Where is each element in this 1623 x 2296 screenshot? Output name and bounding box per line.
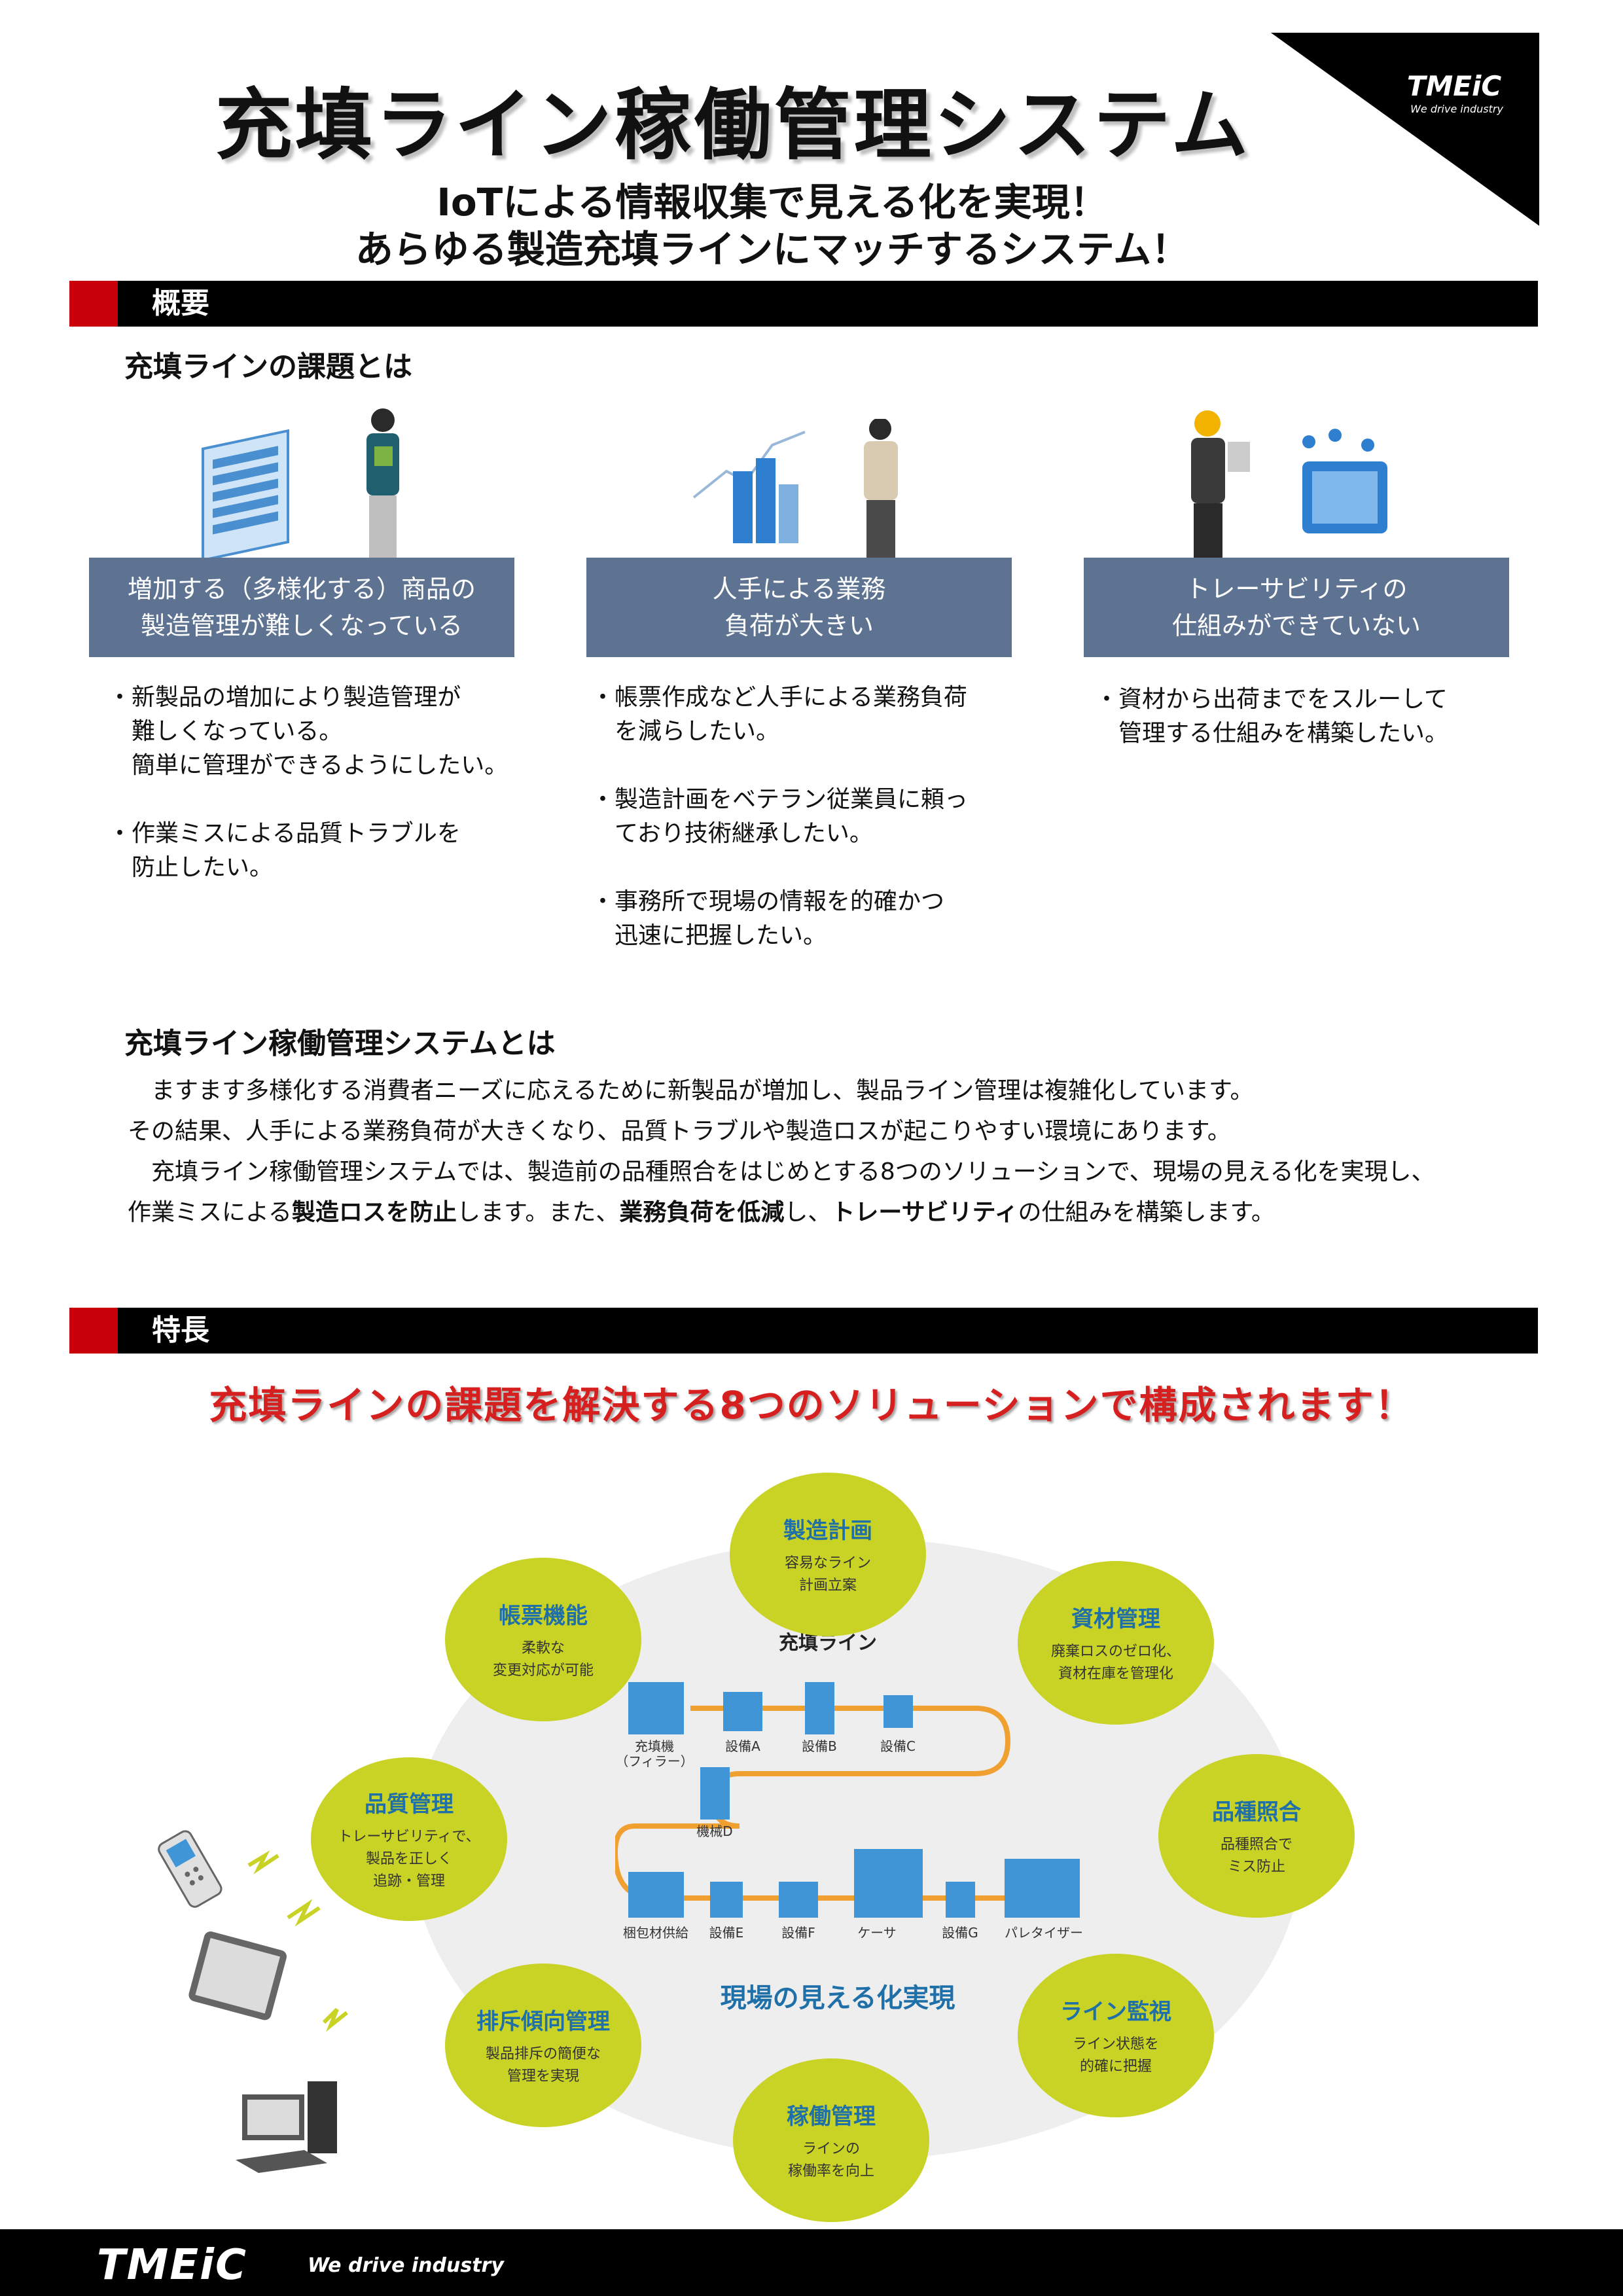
solution-quality-management: 品質管理 トレーサビリティで、 製品を正しく 追跡・管理 <box>311 1757 507 1921</box>
features-catchphrase: 充填ラインの課題を解決する8つのソリューションで構成されます！ <box>209 1383 1414 1427</box>
corner-logo-text: TMEiC <box>1407 70 1502 102</box>
solution-desc: 柔軟な 変更対応が可能 <box>492 1640 594 1679</box>
illustration-products-icon <box>202 408 399 567</box>
solution-title: 品種照合 <box>1212 1799 1301 1825</box>
handheld-scanner-icon <box>158 1830 223 1908</box>
equip-filler-2: （フィラー） <box>615 1753 694 1769</box>
center-label: 現場の見える化実現 <box>720 1983 955 2013</box>
page-title: 充填ライン稼働管理システム <box>215 80 1251 170</box>
section-bar-overview: 概要 <box>69 281 1538 327</box>
solution-title: 稼働管理 <box>787 2103 876 2130</box>
solution-report-function: 帳票機能 柔軟な 変更対応が可能 <box>445 1558 641 1721</box>
equip-c: 設備C <box>880 1738 916 1754</box>
solution-title: 製造計画 <box>783 1517 872 1544</box>
solution-material-management: 資材管理 廃棄ロスのゼロ化、 資材在庫を管理化 <box>1018 1561 1214 1725</box>
section-label-features: 特長 <box>152 1314 209 1347</box>
equip-palletizer: パレタイザー <box>1005 1925 1083 1941</box>
solution-desc: 製品排斥の簡便な 管理を実現 <box>485 2045 601 2085</box>
challenge-banner-3: トレーサビリティの 仕組みができていない <box>1084 558 1509 657</box>
solution-desc: 廃棄ロスのゼロ化、 資材在庫を管理化 <box>1050 1643 1181 1682</box>
equip-a: 設備A <box>725 1738 760 1754</box>
solution-product-verification: 品種照合 品種照合で ミス防止 <box>1158 1754 1355 1918</box>
equip-d: 機械D <box>696 1823 732 1839</box>
solution-line-monitoring: ライン監視 ライン状態を 的確に把握 <box>1018 1954 1214 2117</box>
challenge-banner-2-line1: 人手による業務 <box>712 575 886 603</box>
subtitle-line2: あらゆる製造充填ラインにマッチするシステム！ <box>355 227 1190 272</box>
tablet-icon <box>188 1931 287 2020</box>
footer: TMEiC We drive industry <box>0 2229 1623 2296</box>
challenge-banner-2: 人手による業務 負荷が大きい <box>586 558 1012 657</box>
section-label-overview: 概要 <box>152 287 209 320</box>
system-paragraph-4: 作業ミスによる製造ロスを防止します。また、業務負荷を低減し、トレーサビリティの仕… <box>128 1199 1275 1226</box>
equip-f: 設備F <box>781 1925 815 1941</box>
solution-production-plan: 製造計画 容易なライン 計画立案 <box>730 1473 926 1636</box>
solution-title: ライン監視 <box>1060 1998 1171 2025</box>
system-paragraph-2: その結果、人手による業務負荷が大きくなり、品質トラブルや製造ロスが起こりやすい環… <box>128 1118 1231 1145</box>
solution-title: 品質管理 <box>365 1791 454 1818</box>
section-bar-features: 特長 <box>69 1308 1538 1354</box>
system-paragraph-3: 充填ライン稼働管理システムでは、製造前の品種照合をはじめとする8つのソリューショ… <box>128 1158 1435 1185</box>
solution-operation-management: 稼働管理 ラインの 稼働率を向上 <box>733 2058 929 2222</box>
solution-title: 帳票機能 <box>499 1602 588 1629</box>
filling-line-diagram: 充填ライン 充填機 （フィラー） 設備A 設備B 設備C 機械D 梱包材供給 設… <box>615 1632 1083 1941</box>
corner-logo: TMEiC We drive industry <box>1271 33 1539 226</box>
illustration-workload-icon <box>692 419 898 579</box>
solution-title: 資材管理 <box>1071 1605 1160 1632</box>
equip-filler-1: 充填機 <box>635 1738 674 1754</box>
challenge-banner-1-line1: 増加する（多様化する）商品の <box>127 575 476 603</box>
challenge-bullets-2: ・帳票作成など人手による業務負荷 を減らしたい。 ・製造計画をベテラン従業員に頼… <box>591 684 969 949</box>
solution-reject-trend: 排斥傾向管理 製品排斥の簡便な 管理を実現 <box>445 1964 641 2127</box>
desktop-pc-icon <box>236 2081 337 2173</box>
challenge-bullets-1: ・新製品の増加により製造管理が 難しくなっている。 簡単に管理ができるようにした… <box>108 684 508 881</box>
footer-tagline: We drive industry <box>308 2254 504 2277</box>
equip-e: 設備E <box>709 1925 744 1941</box>
challenge-banner-1: 増加する（多様化する）商品の 製造管理が難しくなっている <box>89 558 514 657</box>
challenge-bullets-3: ・資材から出荷までをスルーして 管理する仕組みを構築したい。 <box>1095 686 1449 747</box>
solution-desc: 品種照合で ミス防止 <box>1220 1836 1293 1875</box>
equip-packing: 梱包材供給 <box>623 1925 688 1941</box>
corner-logo-tagline: We drive industry <box>1410 103 1503 115</box>
challenge-banner-3-line2: 仕組みができていない <box>1171 611 1421 640</box>
solution-desc: 容易なライン 計画立案 <box>784 1554 871 1594</box>
equip-g: 設備G <box>942 1925 978 1941</box>
solution-desc: ラインの 稼働率を向上 <box>787 2140 874 2179</box>
challenges-heading: 充填ラインの課題とは <box>124 350 412 384</box>
footer-logo: TMEiC <box>97 2241 247 2289</box>
challenge-banner-3-line1: トレーサビリティの <box>1185 575 1408 603</box>
solution-title: 排斥傾向管理 <box>476 2008 610 2035</box>
solution-desc: ライン状態を 的確に把握 <box>1072 2036 1159 2075</box>
challenge-banner-1-line2: 製造管理が難しくなっている <box>140 611 463 640</box>
challenge-banner-2-line2: 負荷が大きい <box>724 611 874 640</box>
solution-desc: トレーサビリティで、 製品を正しく 追跡・管理 <box>338 1828 480 1890</box>
system-heading: 充填ライン稼働管理システムとは <box>124 1027 556 1060</box>
system-paragraph-1: ますます多様化する消費者ニーズに応えるために新製品が増加し、製品ライン管理は複雑… <box>128 1077 1254 1104</box>
subtitle-line1: IoTによる情報収集で見える化を実現！ <box>437 180 1108 224</box>
equip-b: 設備B <box>802 1738 837 1754</box>
devices-illustration <box>158 1830 348 2173</box>
equip-caser: ケーサ <box>857 1925 897 1941</box>
